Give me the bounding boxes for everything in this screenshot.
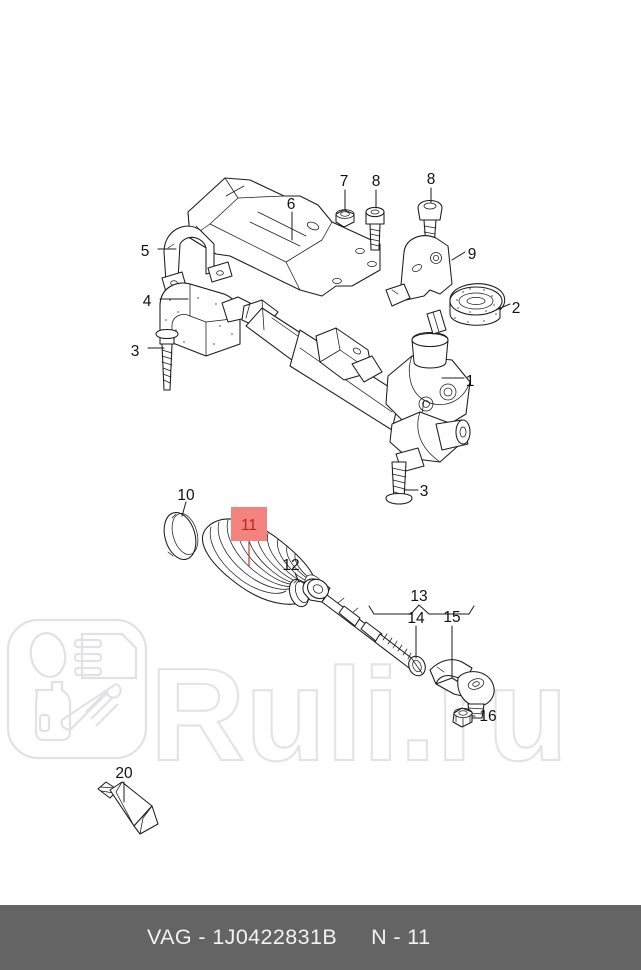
callout-13: 13 bbox=[410, 588, 427, 605]
callout-9: 9 bbox=[468, 246, 477, 263]
watermark-group: Ruli.ru bbox=[6, 618, 569, 789]
leader-lines bbox=[123, 187, 511, 803]
sheet-number-text: N - 11 bbox=[371, 925, 431, 949]
callout-14: 14 bbox=[407, 610, 425, 627]
callout-4: 4 bbox=[143, 293, 152, 310]
part-7-hex-nut bbox=[335, 209, 355, 228]
part-9-support-bracket bbox=[385, 235, 453, 307]
callout-20: 20 bbox=[115, 765, 133, 782]
highlight-box[interactable] bbox=[231, 507, 267, 541]
callout-labels: 1 2 3 3 4 5 6 7 8 8 9 10 11 12 13 14 15 … bbox=[115, 171, 520, 782]
part-10-boot-clamp-large bbox=[163, 512, 199, 560]
part-inner-tie-rod bbox=[302, 578, 415, 669]
part-16-castle-nut bbox=[452, 707, 473, 728]
callout-7: 7 bbox=[340, 173, 349, 190]
callout-16: 16 bbox=[479, 708, 496, 725]
callout-1: 1 bbox=[466, 373, 475, 390]
part-1-steering-rack bbox=[221, 296, 471, 473]
callout-11-highlighted: 11 bbox=[241, 517, 257, 534]
ruli-parts-logo bbox=[6, 618, 148, 760]
part-6-heat-shield bbox=[187, 177, 381, 297]
callout-12: 12 bbox=[282, 557, 299, 574]
callout-5: 5 bbox=[141, 243, 150, 260]
footer-bar: VAG - 1J0422831B N - 11 bbox=[0, 905, 641, 970]
callout-8-right: 8 bbox=[427, 171, 436, 188]
part-15-tie-rod-end bbox=[429, 659, 495, 719]
part-2-rubber-mount bbox=[449, 283, 506, 326]
watermark-text: Ruli.ru bbox=[150, 641, 568, 788]
callout-3-upper: 3 bbox=[131, 343, 140, 360]
part-5-clamp-bracket bbox=[161, 225, 233, 293]
part-3-bolt-lower bbox=[385, 461, 413, 505]
callout-3-lower: 3 bbox=[420, 483, 429, 500]
part-8-bolt-left bbox=[365, 206, 385, 251]
callout-8-left: 8 bbox=[372, 173, 381, 190]
part-20-grease-tube bbox=[97, 781, 159, 835]
callout-2: 2 bbox=[512, 300, 521, 317]
callout-6: 6 bbox=[287, 196, 296, 213]
part-14-lock-nut bbox=[408, 655, 426, 677]
part-3-bolt-upper bbox=[155, 328, 179, 391]
callout-15: 15 bbox=[443, 609, 460, 626]
part-number-text: VAG - 1J0422831B bbox=[147, 925, 338, 949]
callout-10: 10 bbox=[177, 487, 195, 504]
